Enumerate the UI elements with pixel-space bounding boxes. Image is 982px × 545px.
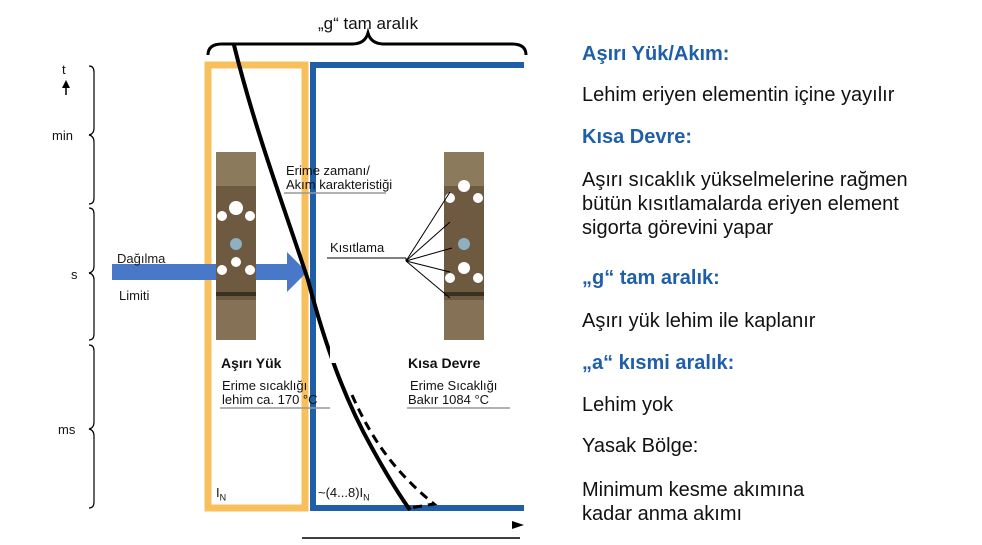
note-min-breaking: Minimum kesme akımına kadar anma akımı: [582, 479, 805, 525]
top-brace: [206, 27, 528, 56]
short-circuit-line2: Bakır 1084 °C: [408, 392, 490, 407]
fuse-element-short-circuit: [444, 152, 484, 340]
note-heading-a-range: „a“ kısmi aralık:: [582, 352, 735, 374]
short-circuit-line1: Erime Sıcaklığı: [410, 378, 498, 393]
axis-ms-label: ms: [58, 422, 76, 437]
dispersion-label-line2: Limiti: [119, 288, 150, 303]
note-heading-g-range: „g“ tam aralık:: [582, 267, 720, 289]
time-axis: [62, 65, 95, 509]
top-range-label: „g“ tam aralık: [318, 14, 419, 33]
overload-title: Aşırı Yük: [221, 355, 282, 371]
dashed-curve: [350, 394, 438, 510]
diagram-graphics: [62, 27, 528, 539]
note-text-overload: Lehim eriyen elementin içine yayılır: [582, 84, 895, 106]
note-heading-short-circuit: Kısa Devre:: [582, 126, 693, 148]
melting-time-label-line1: Erime zamanı/: [286, 163, 370, 178]
axis-s-label: s: [71, 267, 78, 282]
fuse-element-overload: [216, 152, 256, 340]
note-heading-overload: Aşırı Yük/Akım:: [582, 43, 730, 65]
melting-curve: [232, 44, 412, 512]
restriction-pointers: [327, 191, 453, 299]
overload-line1: Erime sıcaklığı: [222, 378, 308, 393]
range-current-label: ~(4...8)IN: [318, 485, 370, 503]
axis-min-label: min: [52, 128, 73, 143]
restriction-label: Kısıtlama: [330, 240, 385, 255]
short-circuit-title: Kısa Devre: [408, 355, 481, 371]
axis-t-label: t: [62, 62, 66, 77]
dispersion-label-line1: Dağılma: [117, 251, 166, 266]
overload-line2: lehim ca. 170 °C: [222, 392, 318, 407]
note-forbidden-zone: Yasak Bölge:: [582, 435, 699, 457]
note-text-g-range: Aşırı yük lehim ile kaplanır: [582, 310, 816, 332]
note-text-short-circuit: Aşırı sıcaklık yükselmelerine rağmen büt…: [582, 169, 908, 239]
dispersion-arrow: [112, 252, 307, 292]
fuse-diagram: „g“ tam aralık t min s ms Dağılma Limiti…: [52, 14, 528, 539]
overload-region: [204, 61, 309, 512]
rated-current-label: IN: [216, 485, 227, 503]
note-text-a-range: Lehim yok: [582, 394, 674, 416]
short-circuit-region: [310, 62, 524, 511]
melting-time-label-line2: Akım karakteristiği: [286, 177, 393, 192]
